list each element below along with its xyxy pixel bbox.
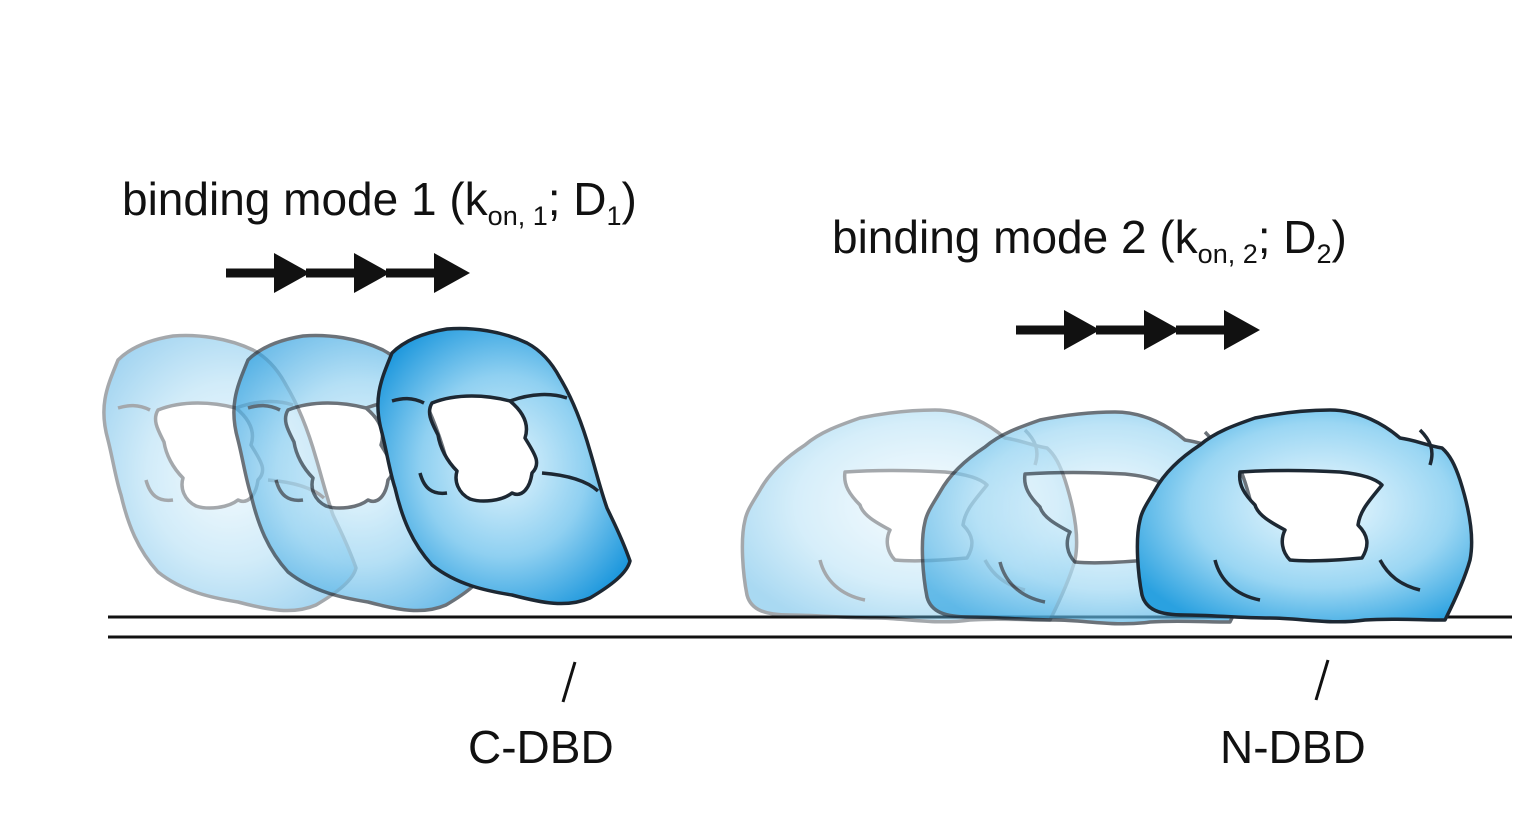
mode2-label-text: binding mode 2 (k [832, 211, 1198, 263]
mode2-arrows [1016, 310, 1260, 350]
ndbd-pointer [1314, 659, 1330, 701]
mode1-kon-subscript: on, 1 [487, 201, 548, 231]
mode2-label: binding mode 2 (kon, 2; D2) [832, 211, 1347, 268]
mode1-label-close: ) [621, 173, 637, 225]
mode2-arrow-2 [1096, 310, 1180, 350]
mode2-label-sep: ; D [1257, 211, 1317, 263]
mode1-label-sep: ; D [547, 173, 607, 225]
mode1-arrow-2 [306, 253, 390, 293]
cdbd-label: C-DBD [468, 721, 614, 773]
mode1-d-subscript: 1 [606, 201, 622, 231]
cdbd-pointer [561, 661, 577, 703]
mode1-arrow-1 [226, 253, 310, 293]
mode2-kon-subscript: on, 2 [1197, 239, 1258, 269]
mode1-arrows [226, 253, 470, 293]
mode2-arrow-1 [1016, 310, 1100, 350]
mode1-label-text: binding mode 1 (k [122, 173, 488, 225]
mode2-d-subscript: 2 [1316, 239, 1332, 269]
mode2-arrow-3 [1176, 310, 1260, 350]
ndbd-label: N-DBD [1220, 721, 1366, 773]
mode1-arrow-3 [386, 253, 470, 293]
mode2-label-close: ) [1331, 211, 1347, 263]
mode1-label: binding mode 1 (kon, 1; D1) [122, 173, 637, 230]
